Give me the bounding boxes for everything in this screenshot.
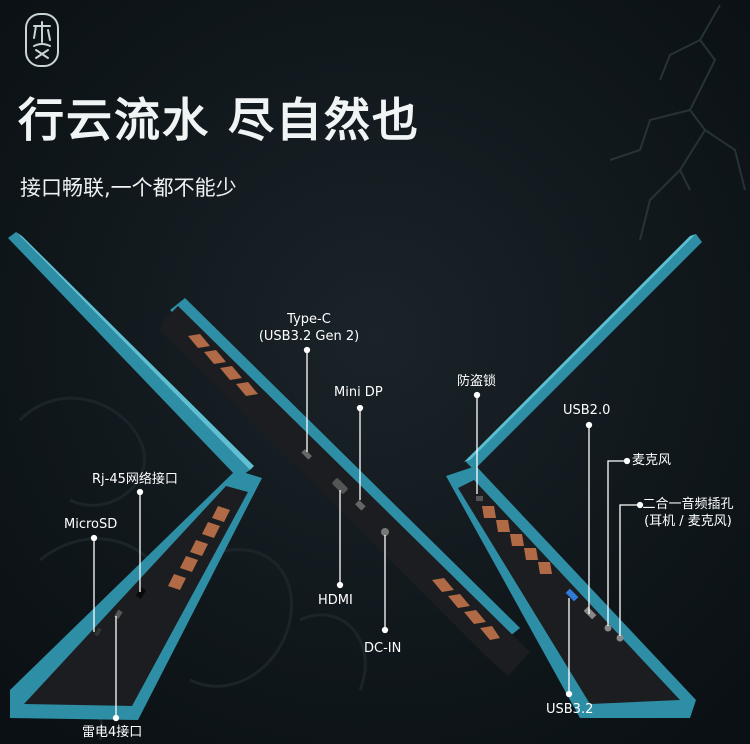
combo-jack-label: 二合一音频插孔 (耳机 / 麦克风) bbox=[642, 497, 734, 529]
lock-label: 防盗锁 bbox=[457, 374, 497, 389]
subline: 接口畅联,一个都不能少 bbox=[20, 176, 237, 200]
rj45-label: Rj-45网络接口 bbox=[92, 472, 178, 487]
center-laptop bbox=[160, 298, 530, 676]
left-laptop bbox=[8, 232, 262, 720]
right-laptop bbox=[446, 234, 702, 718]
headline: 行云流水 尽自然也 bbox=[18, 93, 421, 147]
seal-logo bbox=[25, 13, 59, 67]
dc-in-label: DC-IN bbox=[364, 641, 402, 656]
mic-label: 麦克风 bbox=[632, 453, 672, 468]
hdmi-label: HDMI bbox=[318, 593, 353, 608]
usb20-label: USB2.0 bbox=[563, 403, 611, 418]
type-c-label: Type-C (USB3.2 Gen 2) bbox=[258, 312, 360, 344]
lightning-decoration bbox=[609, 4, 746, 241]
mini-dp-label: Mini DP bbox=[334, 385, 383, 400]
thunderbolt-label: 雷电4接口 bbox=[82, 725, 143, 740]
usb32-label: USB3.2 bbox=[546, 702, 594, 717]
microsd-label: MicroSD bbox=[64, 517, 118, 532]
